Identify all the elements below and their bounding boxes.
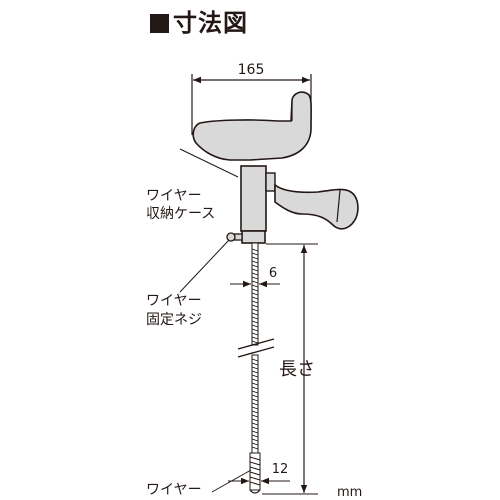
wire-coil: [237, 242, 275, 494]
screw-leader-line: [179, 239, 230, 293]
side-grip: [274, 183, 359, 230]
screw-head: [226, 232, 236, 242]
page-title: 寸法図: [150, 3, 248, 38]
wire-leader-line: [211, 469, 252, 493]
title-text: 寸法図: [173, 9, 248, 37]
crank-handle: [192, 91, 312, 161]
fixing-screw: [226, 230, 266, 244]
wire-lower-hatch: [251, 358, 259, 450]
screw-label-line2: 固定ネジ: [146, 312, 202, 328]
crank-arm: [192, 91, 312, 161]
unit-label: mm: [337, 485, 362, 500]
title-square-icon: [150, 14, 169, 33]
width-dimension: 165: [191, 62, 312, 135]
wire-tip-spring: [249, 452, 261, 491]
case-body: [240, 165, 267, 232]
case-label-line2: 収納ケース: [146, 206, 215, 222]
wire-tip-end: [249, 489, 261, 494]
wire-collar: [241, 230, 266, 244]
wire-tip-hatch: [249, 456, 261, 486]
wire-dia-label: 6: [269, 266, 277, 281]
case-label-line1: ワイヤー: [146, 188, 202, 204]
wire-diameter-dimension: 6: [230, 266, 280, 288]
wire-label: ワイヤー: [146, 482, 202, 498]
length-label: 長さ: [279, 359, 315, 380]
tip-dia-label: 12: [272, 462, 289, 477]
break-line-bottom: [237, 346, 275, 358]
case-leader-line: [179, 148, 239, 178]
screw-label-line1: ワイヤー: [146, 293, 202, 309]
length-dimension: 長さ: [262, 243, 318, 495]
grip-body: [274, 183, 359, 230]
break-line-top: [237, 338, 275, 350]
case-bushing: [265, 172, 276, 192]
wire-case: [240, 165, 276, 232]
grip-end-line: [336, 189, 341, 223]
width-dimension-label: 165: [238, 62, 265, 78]
wire-upper-hatch: [251, 248, 259, 344]
